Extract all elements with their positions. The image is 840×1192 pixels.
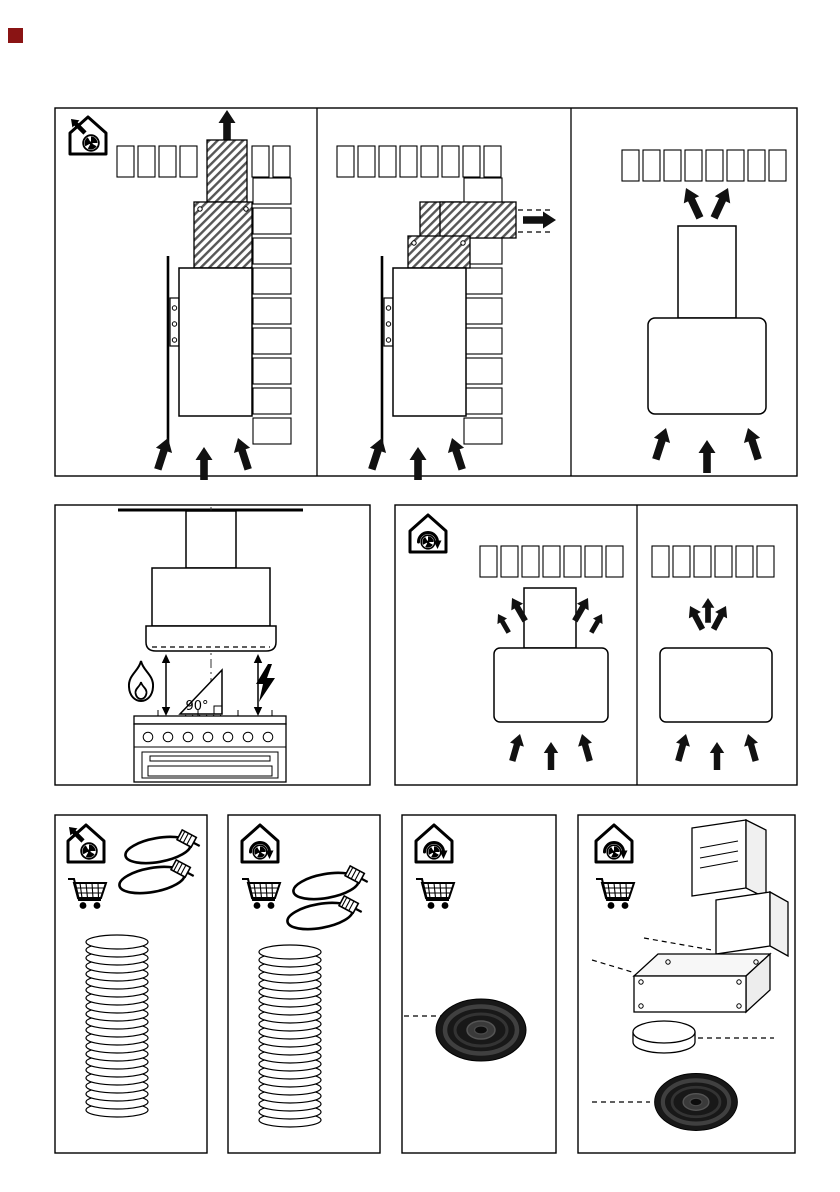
corner-print-mark	[8, 28, 23, 43]
screw	[243, 206, 249, 212]
chimney	[677, 225, 737, 319]
plenum-box	[632, 952, 772, 1014]
hood-body	[647, 317, 767, 415]
mounting-bracket	[169, 297, 180, 347]
angle-label: 90°	[185, 699, 208, 714]
panel-kit-carbon-filter	[401, 814, 557, 1154]
gas-flame-icon	[127, 660, 155, 703]
chimney-duct	[407, 235, 471, 269]
leader-line	[591, 959, 633, 973]
panel-exhaust-installations	[54, 107, 798, 480]
install-horizontal-exhaust	[337, 146, 556, 480]
carbon-filter	[655, 1073, 738, 1130]
chimney	[185, 510, 237, 569]
oven-window	[147, 765, 273, 777]
hood-body	[151, 567, 271, 627]
brick-ceiling-row	[480, 546, 623, 577]
exhaust-duct-horizontal	[439, 201, 517, 239]
stove-knobs	[142, 731, 274, 743]
carbon-filter	[436, 999, 526, 1061]
brick-column	[253, 178, 291, 444]
flexible-duct	[86, 935, 148, 1117]
ring-adapter	[632, 1020, 696, 1054]
screw	[411, 240, 417, 246]
hood-body	[178, 267, 253, 417]
chimney-duct	[193, 201, 253, 269]
install-vertical-exhaust	[117, 110, 291, 480]
oven-handle	[149, 755, 271, 762]
air-deflector	[691, 818, 789, 958]
electric-lightning-icon	[256, 664, 275, 702]
panel-kit-recirculation-duct	[227, 814, 381, 1154]
flexible-duct	[259, 945, 321, 1127]
hood-body	[659, 647, 773, 723]
panel-mounting-clearance: 90°	[54, 504, 371, 786]
chimney	[523, 587, 577, 649]
panel-kit-deflector	[577, 814, 796, 1154]
oven-door	[141, 751, 279, 779]
screw	[460, 240, 466, 246]
stove	[133, 710, 287, 783]
leader-line	[643, 937, 713, 951]
screw	[197, 206, 203, 212]
hood-body	[392, 267, 467, 417]
exhaust-duct	[206, 139, 248, 203]
install-exhaust-to-ceiling	[622, 150, 786, 473]
panel-kit-exhaust	[54, 814, 208, 1154]
recirc-without-chimney	[652, 546, 774, 771]
hood-canopy	[145, 625, 277, 652]
mounting-bracket	[383, 297, 394, 347]
recirc-with-chimney	[480, 546, 623, 771]
hood-body	[493, 647, 609, 723]
panel-recirculation-installations	[394, 504, 798, 786]
